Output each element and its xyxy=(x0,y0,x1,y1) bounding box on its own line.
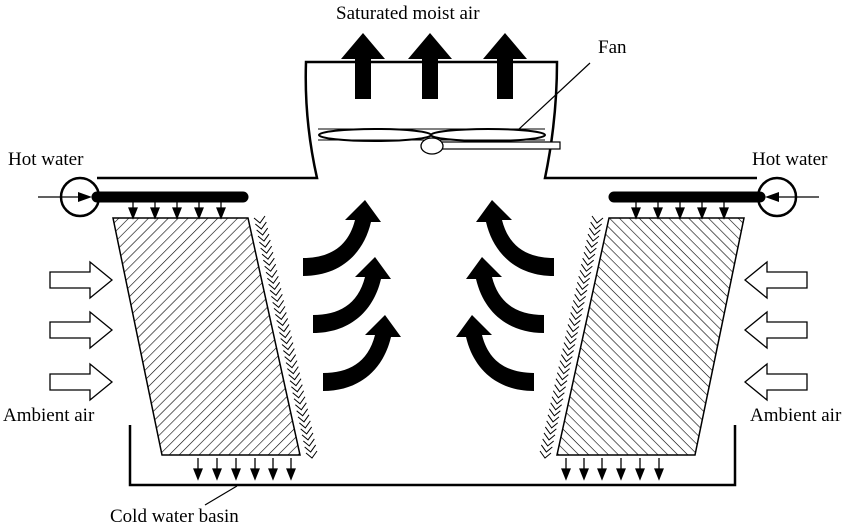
saturated-air-label: Saturated moist air xyxy=(336,3,480,24)
left-cell xyxy=(38,178,401,479)
ambient-air-right-label: Ambient air xyxy=(750,405,842,426)
fan-label: Fan xyxy=(598,37,627,58)
cold-water-basin xyxy=(128,425,737,487)
exhaust-arrows-icon xyxy=(341,33,527,99)
ambient-air-left-label: Ambient air xyxy=(3,405,95,426)
hot-water-left-label: Hot water xyxy=(8,149,84,170)
fan-icon xyxy=(318,128,561,155)
right-cell xyxy=(456,178,819,479)
basin-label: Cold water basin xyxy=(110,506,239,527)
hot-water-right-label: Hot water xyxy=(752,149,828,170)
